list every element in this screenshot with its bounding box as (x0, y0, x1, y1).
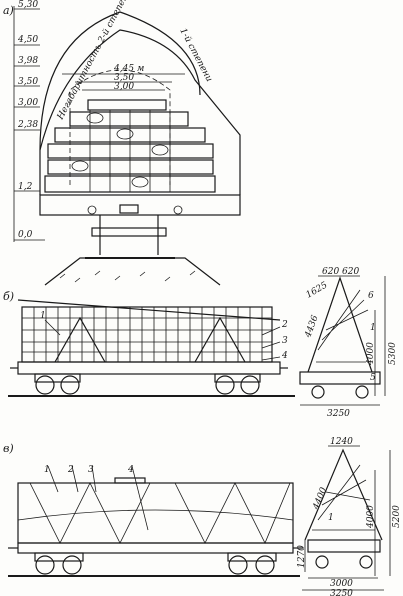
gauge-label-1st: 1-й степени (177, 27, 214, 84)
callout-b-6: 6 (368, 291, 374, 301)
gauge-outline-2nd (39, 11, 201, 195)
dim-b-1625: 1625 (305, 280, 330, 300)
callout-c-1: 1 (44, 465, 50, 475)
load-frame-b (17, 299, 281, 363)
car-end-a (39, 194, 241, 259)
panel-b-letter: б) (3, 290, 14, 303)
dim-b-3250: 3250 (327, 409, 350, 419)
dim-b-4000: 4000 (366, 342, 376, 366)
dim-b-620-b: 620 (342, 267, 359, 277)
ballast-prism (44, 257, 221, 286)
rail-stack (44, 99, 216, 193)
dim-3-00: 3,00 (114, 82, 134, 92)
underframe-c (8, 542, 303, 577)
callouts-b (44, 319, 281, 361)
level-4-50: 4,50 (17, 35, 38, 45)
dim-c-1240: 1240 (330, 437, 353, 447)
gauge-outline-1st (39, 29, 241, 195)
end-view-b (299, 275, 386, 406)
level-scale (13, 6, 45, 242)
dim-c-5200: 5200 (392, 505, 402, 528)
panel-b: б) 1 2 3 4 (3, 267, 398, 419)
dim-b-620-a: 620 (322, 267, 339, 277)
center-dimensions (62, 73, 185, 91)
panel-c: в) 1 2 3 4 (3, 437, 402, 596)
callout-b-5: 5 (370, 373, 376, 383)
callout-c-4: 4 (127, 465, 134, 475)
dim-c-3250: 3250 (330, 589, 353, 596)
panel-a: а) 5,30 4,50 3,98 3,50 3,00 2,38 1,2 0,0… (3, 0, 241, 286)
callout-b-4: 4 (281, 351, 288, 361)
level-5-30: 5,30 (18, 0, 38, 10)
flat-car-b (8, 361, 295, 397)
level-3-00: 3,00 (18, 98, 38, 108)
callout-b-2: 2 (281, 320, 288, 330)
covered-car-c (17, 465, 294, 544)
dim-c-1270: 1270 (297, 545, 307, 568)
panel-a-letter: а) (3, 4, 14, 17)
callout-b-3: 3 (282, 336, 288, 346)
end-view-c (302, 445, 391, 591)
dim-c-3000: 3000 (330, 579, 353, 589)
gauge-inner-dashed (69, 69, 171, 185)
level-2-38: 2,38 (17, 120, 38, 130)
panel-c-letter: в) (3, 442, 14, 455)
dim-4-45: 4,45 м (113, 64, 144, 74)
dim-b-4436: 4436 (303, 314, 321, 340)
dim-c-4000: 4000 (366, 505, 376, 529)
callout-c-3: 3 (88, 465, 94, 475)
callout-b-1: 1 (40, 311, 46, 321)
level-0-0: 0,0 (18, 230, 33, 240)
dim-b-5300: 5300 (388, 342, 398, 365)
gauge-label-2nd: Негабаритность 2-й степени (54, 0, 133, 122)
level-1-2: 1,2 (18, 182, 33, 192)
callout-c-2: 2 (67, 465, 74, 475)
level-3-98: 3,98 (18, 56, 38, 66)
ballast-stones (59, 270, 196, 283)
callout-b-end-1: 1 (370, 323, 376, 333)
level-3-50: 3,50 (18, 77, 38, 87)
callout-c-end-1: 1 (328, 513, 334, 523)
dim-3-50: 3,50 (114, 73, 134, 83)
